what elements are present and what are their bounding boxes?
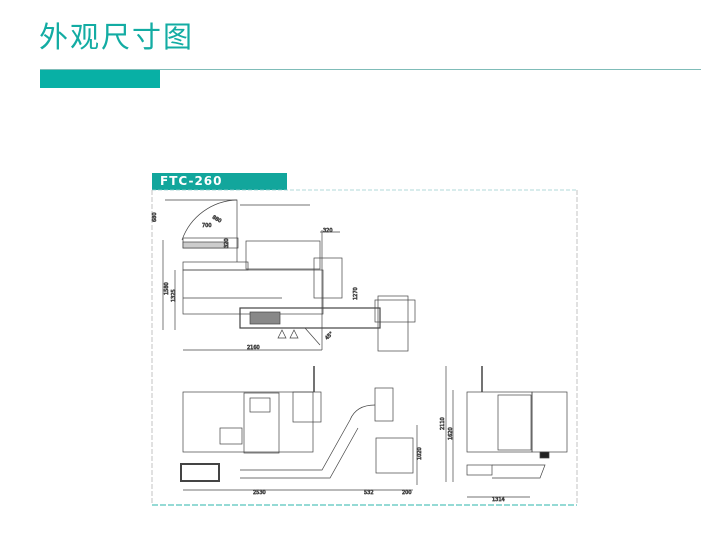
dim-label: 320 <box>323 228 333 234</box>
top-view <box>162 199 416 352</box>
dim-label: 1620 <box>448 427 454 440</box>
dim-label: 532 <box>364 490 374 496</box>
dim-label: 880 <box>211 215 222 225</box>
dim-label: 680 <box>152 212 158 222</box>
dim-label: 1314 <box>492 497 505 503</box>
dim-label: 1580 <box>164 282 170 295</box>
front-view <box>180 366 418 491</box>
side-view <box>445 366 568 498</box>
dim-label: 2530 <box>253 490 266 496</box>
dim-label: 1270 <box>353 287 359 300</box>
header-divider <box>40 69 701 70</box>
dim-label: 200 <box>402 490 412 496</box>
drawing-frame <box>151 189 578 506</box>
header-accent-bar <box>40 70 160 88</box>
dim-label: 1020 <box>417 447 423 460</box>
dim-label: 1325 <box>171 289 177 302</box>
dim-label: 320 <box>224 238 230 248</box>
model-tab: FTC-260 <box>152 173 287 190</box>
dim-label: 45° <box>324 331 335 342</box>
dim-label: 700 <box>202 223 212 229</box>
dim-label: 2160 <box>247 345 260 351</box>
page-title: 外观尺寸图 <box>39 20 195 54</box>
dim-label: 2110 <box>440 417 446 430</box>
